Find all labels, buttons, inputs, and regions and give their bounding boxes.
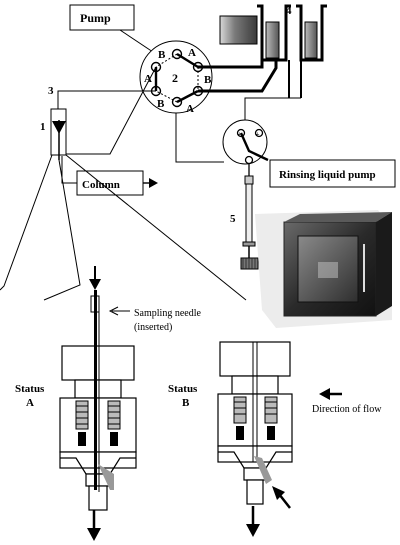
syringe-motor-gear (240, 257, 259, 270)
rinsing-liquid-pump-label: Rinsing liquid pump (279, 169, 376, 181)
column-label: Column (82, 179, 120, 191)
status-b-cross-section (217, 341, 293, 505)
column-flow-arrow (143, 178, 158, 188)
callout-3-label: 3 (48, 85, 54, 97)
injection-port (50, 108, 67, 160)
rinse-port-mark: + (255, 130, 260, 139)
status-b-outlet-arrow (246, 506, 260, 537)
valve-port-label: B (158, 49, 166, 61)
status-b-label: Status (168, 383, 198, 395)
rinse-valve-channel (239, 132, 269, 162)
status-a-letter: A (26, 397, 34, 409)
zoom-guide-line (65, 154, 247, 301)
needle-down-arrow (89, 266, 101, 290)
callout-1-label: 1 (40, 121, 46, 133)
tubing (198, 60, 278, 93)
syringe-number-label: 5 (230, 213, 236, 225)
valve-port-label: B (157, 98, 165, 110)
rinsing-liquid-pump-box: Rinsing liquid pump (269, 159, 396, 188)
tubing (175, 113, 224, 163)
status-a-label: Status (15, 383, 45, 395)
tubing (244, 97, 301, 120)
rinse-vial (265, 21, 280, 59)
direction-of-flow-arrow (319, 388, 342, 400)
rinse-reservoir-unit: 4 (219, 4, 327, 98)
status-b-letter: B (182, 397, 190, 409)
direction-of-flow-label: Direction of flow (312, 404, 382, 415)
six-port-valve: A B A B A B 2 (139, 40, 213, 115)
pump-label: Pump (80, 11, 111, 25)
rinse-port-mark: + (237, 130, 242, 139)
tubing (198, 60, 264, 69)
tubing (61, 156, 77, 184)
valve-port-label: A (144, 73, 152, 85)
tubing (66, 66, 157, 155)
reservoir-number-label: 4 (286, 5, 292, 17)
zoom-guide-line (43, 159, 81, 301)
valve-port-label: B (204, 74, 212, 86)
reservoir-vessel (296, 4, 327, 62)
valve-port-label: A (186, 103, 194, 115)
valve-internal-channel (176, 89, 199, 104)
valve-alt-channel (155, 53, 199, 103)
sampling-needle-pointer (108, 306, 130, 316)
rinse-switch-valve: + + (222, 119, 269, 165)
reservoir-vessel (257, 4, 291, 62)
status-a-cross-section (59, 290, 137, 511)
valve-number-label: 2 (172, 71, 178, 85)
valve-port-label: A (188, 47, 196, 59)
valve-internal-channel (176, 52, 199, 69)
column-box: Column (76, 170, 144, 196)
pump-box: Pump (69, 4, 135, 31)
sampling-needle-sublabel: (inserted) (134, 322, 172, 333)
status-b-inlet-arrow (272, 486, 291, 509)
reservoir-holder-block (219, 15, 258, 45)
rinse-vial (304, 21, 318, 59)
status-a-outlet-arrow (87, 510, 101, 541)
autosampler-instrument-image (255, 210, 392, 328)
zoom-guide-line (0, 154, 53, 291)
syringe: 5 (230, 164, 259, 270)
sampling-needle-label: Sampling needle (134, 308, 201, 319)
